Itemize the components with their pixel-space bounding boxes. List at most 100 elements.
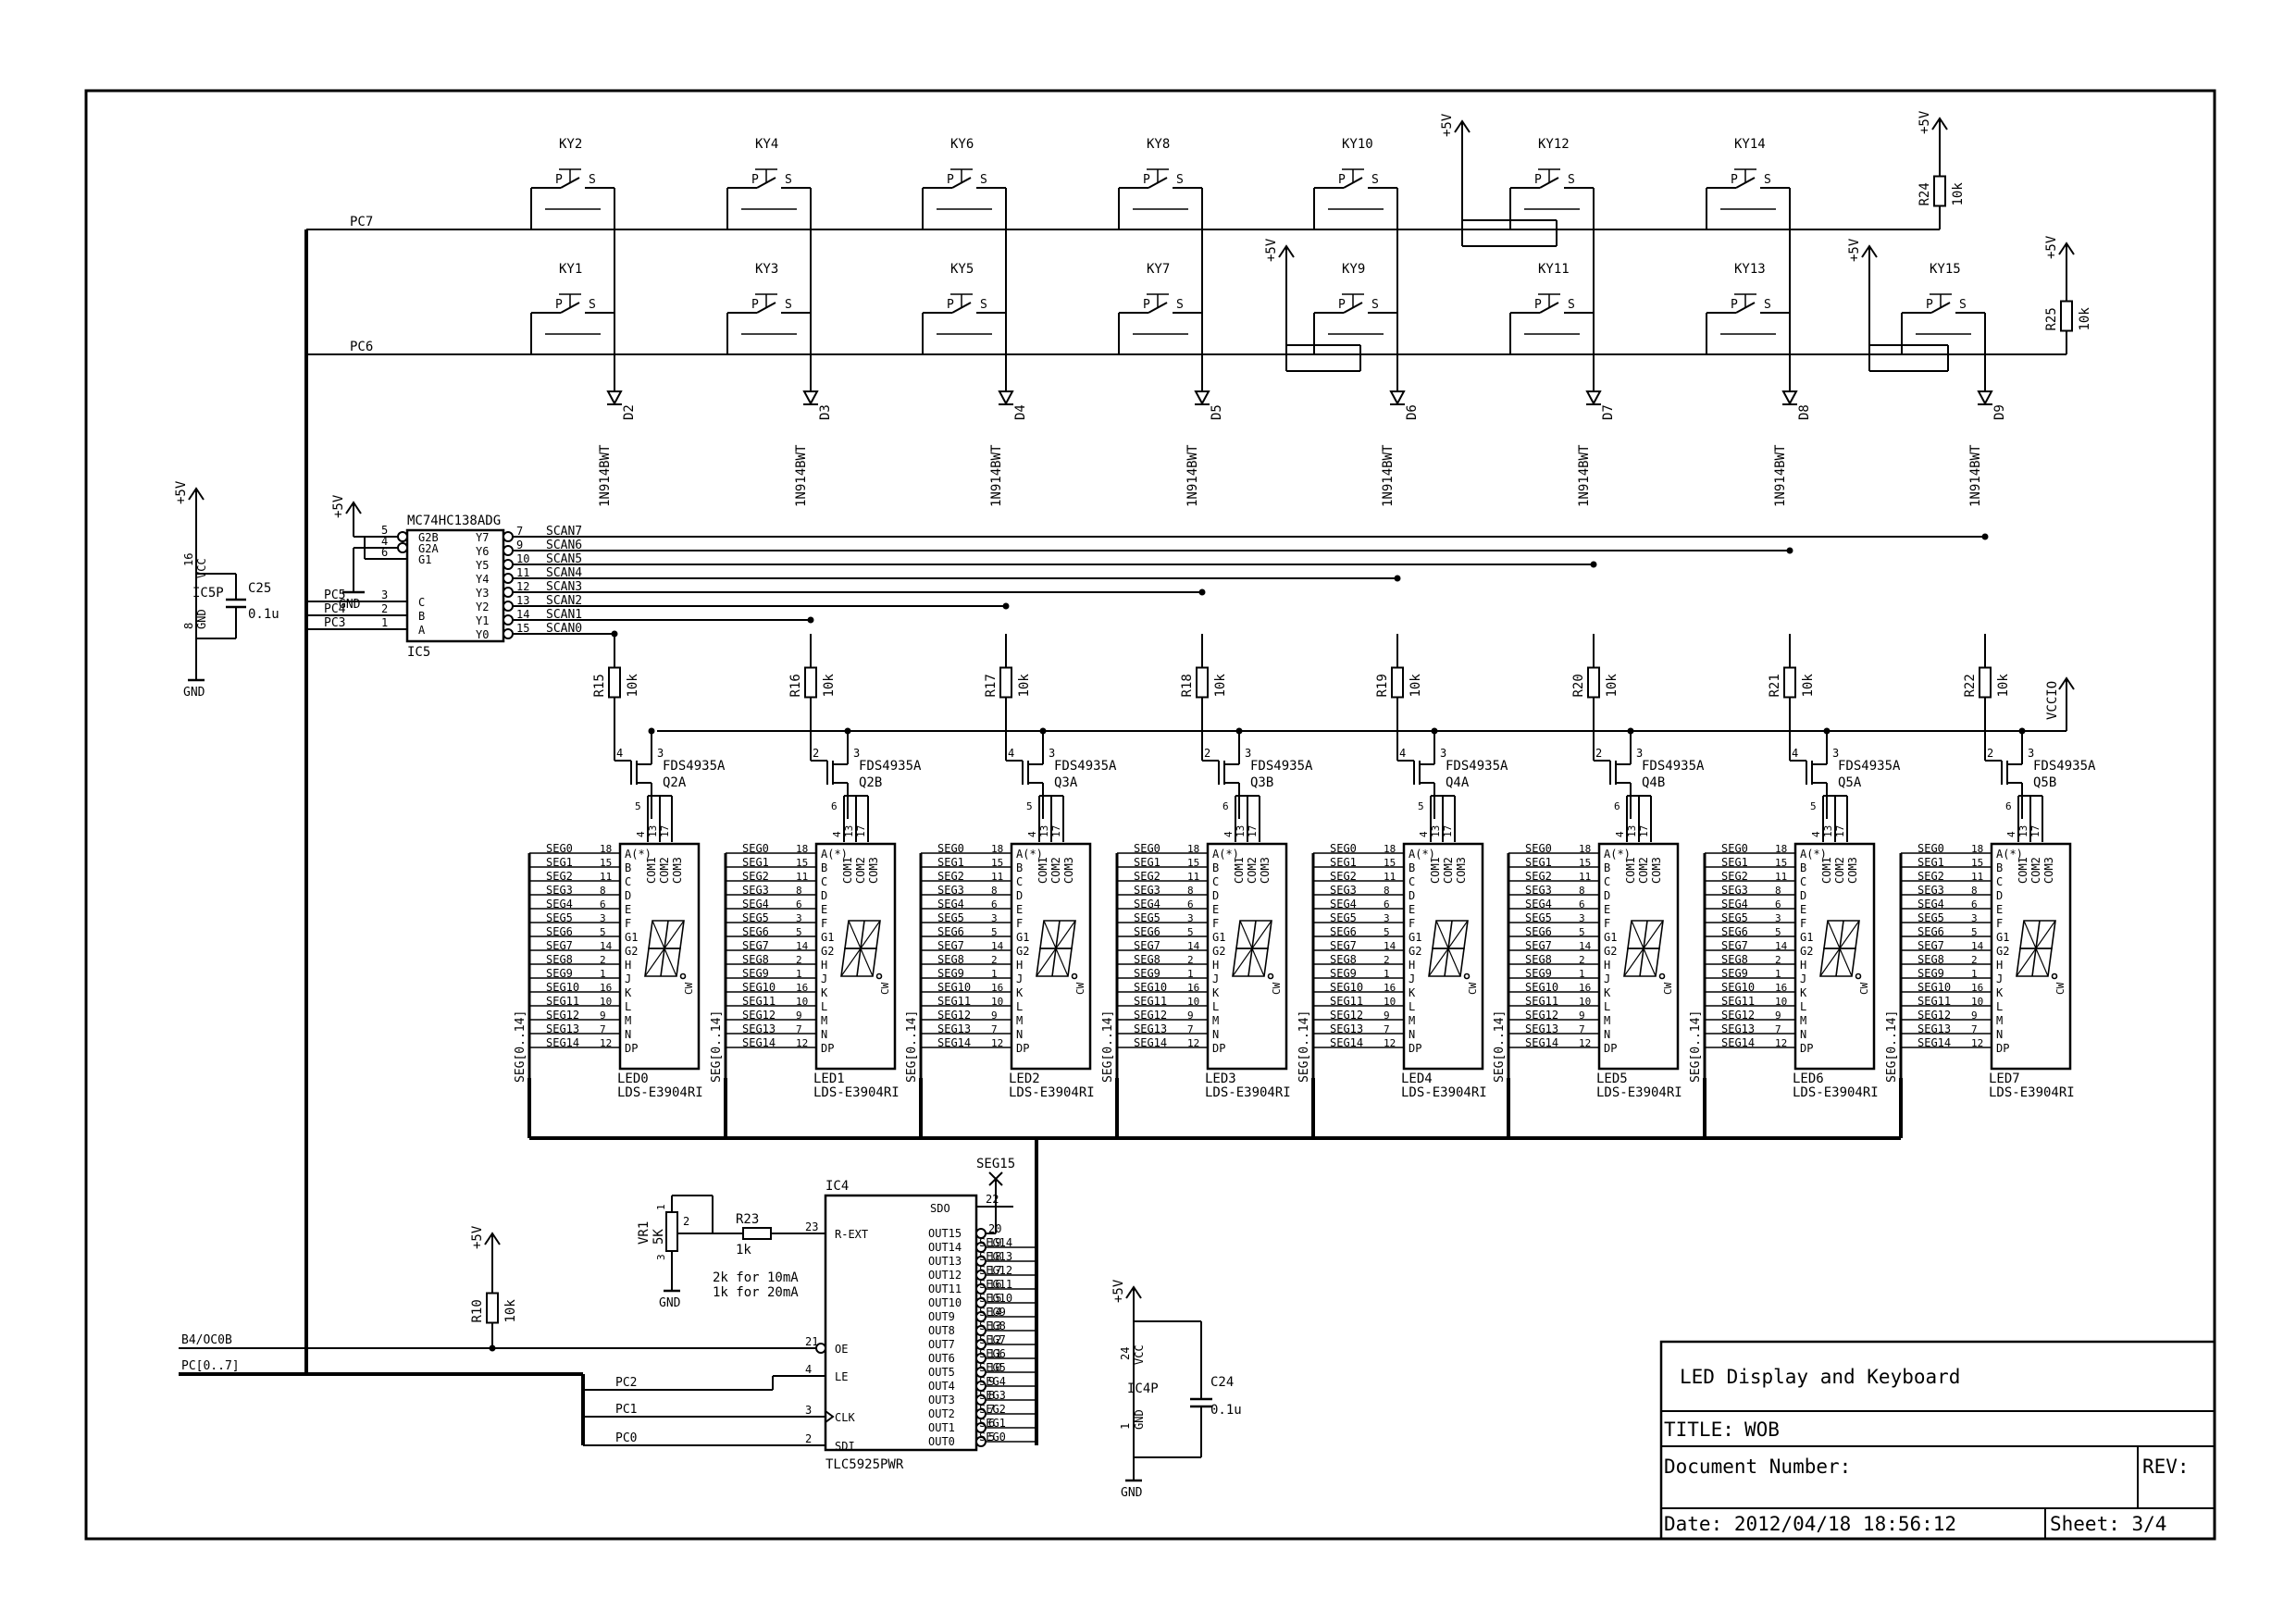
com-pin-num: 4 bbox=[831, 831, 843, 837]
segment-pin: 14 bbox=[1579, 940, 1592, 952]
segment-pin: 2 bbox=[1775, 954, 1781, 966]
key-pin-p: P bbox=[947, 298, 954, 312]
key-ref: KY9 bbox=[1342, 262, 1365, 277]
key-ref: KY2 bbox=[559, 137, 582, 152]
segment-name: J bbox=[821, 973, 827, 985]
supply-label: +5V bbox=[2044, 235, 2059, 259]
sdi-net-label: PC0 bbox=[615, 1431, 637, 1445]
segment-pin: 8 bbox=[1971, 885, 1978, 897]
vr1-pin1: 1 bbox=[655, 1204, 667, 1210]
segment-pin: 7 bbox=[600, 1023, 606, 1035]
junction-dot bbox=[489, 1344, 496, 1352]
ic4p-vcc-pin: 24 bbox=[1119, 1347, 1132, 1360]
c24-ref: C24 bbox=[1210, 1375, 1234, 1390]
segment-net: SEG1 bbox=[1134, 856, 1160, 869]
tlc-out-name: OUT8 bbox=[928, 1324, 955, 1337]
clk-marker bbox=[825, 1410, 835, 1423]
decoder-part: MC74HC138ADG bbox=[407, 514, 501, 528]
decoder-pin-name: Y0 bbox=[476, 628, 489, 641]
decoder-input-label: PC3 bbox=[324, 616, 345, 630]
wire bbox=[1539, 302, 1559, 314]
document-number-label: Document Number: bbox=[1664, 1456, 1851, 1478]
segment-name: G1 bbox=[1996, 931, 2009, 944]
inversion-bubble bbox=[503, 559, 514, 570]
inversion-bubble bbox=[397, 542, 408, 553]
key-pin-s: S bbox=[1764, 173, 1771, 187]
segment-net: SEG6 bbox=[937, 925, 964, 938]
segment-net: SEG11 bbox=[1330, 995, 1363, 1008]
tlc-out-num: 15 bbox=[988, 1292, 1001, 1305]
segment-net: SEG6 bbox=[546, 925, 573, 938]
tlc-in-name: SDI bbox=[835, 1440, 855, 1453]
segment-name: B bbox=[1212, 861, 1219, 874]
segment-pin: 14 bbox=[1775, 940, 1788, 952]
supply-arrow bbox=[2058, 676, 2075, 690]
segment-pin: 5 bbox=[1971, 926, 1978, 938]
segment-name: H bbox=[1212, 959, 1219, 972]
display-part: LDS-E3904RI bbox=[1009, 1085, 1095, 1100]
segment-net: SEG12 bbox=[1525, 1009, 1558, 1022]
r23-ref: R23 bbox=[736, 1212, 759, 1227]
segment-bus-label: SEG[0..14] bbox=[1885, 1010, 1899, 1083]
supply-label: +5V bbox=[1264, 238, 1279, 262]
oe-net-label: B4/OC0B bbox=[181, 1333, 232, 1347]
tlc-in-name: OE bbox=[835, 1343, 848, 1356]
segment-net: SEG12 bbox=[742, 1009, 776, 1022]
key-pin-p: P bbox=[1143, 173, 1150, 187]
segment-net: SEG14 bbox=[1134, 1036, 1167, 1049]
decoder-pin-num: 9 bbox=[516, 539, 523, 551]
cw-label: CW bbox=[1858, 982, 1870, 995]
display-part: LDS-E3904RI bbox=[813, 1085, 900, 1100]
segment-pin: 12 bbox=[1187, 1037, 1199, 1049]
segment-pin: 11 bbox=[796, 871, 808, 883]
decoder-pin-num: 12 bbox=[516, 580, 529, 593]
display-body bbox=[1206, 842, 1288, 1071]
segment-net: SEG0 bbox=[1525, 842, 1552, 855]
segment-pin: 10 bbox=[1187, 996, 1199, 1008]
tlc-out-num: 7 bbox=[988, 1403, 995, 1416]
display-ref: LED6 bbox=[1793, 1072, 1824, 1086]
segment-net: SEG3 bbox=[937, 884, 964, 897]
key-ref: KY10 bbox=[1342, 137, 1373, 152]
segment-net: SEG10 bbox=[742, 981, 776, 994]
com-pin-num: 17 bbox=[2029, 825, 2042, 837]
segment-net: SEG0 bbox=[1721, 842, 1748, 855]
mosfet-drain-pin: 6 bbox=[1614, 800, 1620, 812]
decoder-pin-name: Y2 bbox=[476, 601, 489, 613]
inversion-bubble bbox=[503, 531, 514, 542]
segment-name: G1 bbox=[1212, 931, 1225, 944]
tlc-out-net: SEG6 bbox=[979, 1347, 1006, 1360]
key-ref: KY3 bbox=[755, 262, 778, 277]
decoder-pin-num: 13 bbox=[516, 594, 529, 607]
resistor-ref: R15 bbox=[592, 674, 607, 697]
diode-value: 1N914BWT bbox=[598, 444, 613, 507]
segment-name: DP bbox=[1604, 1042, 1617, 1055]
common-name: COM1 bbox=[1820, 857, 1833, 884]
segment-glyph bbox=[1819, 920, 1862, 980]
wire bbox=[1735, 177, 1756, 189]
segment-pin: 14 bbox=[1187, 940, 1200, 952]
resistor-value: 10k bbox=[1213, 674, 1228, 698]
key-pin-p: P bbox=[1338, 298, 1346, 312]
segment-name: C bbox=[1409, 875, 1415, 888]
cw-label: CW bbox=[2054, 982, 2066, 995]
com-pin-num: 4 bbox=[1614, 831, 1626, 837]
mosfet-gate-pin: 4 bbox=[1399, 747, 1406, 760]
ic5p-vcc-pin: 16 bbox=[182, 553, 195, 566]
segment-net: SEG13 bbox=[1525, 1022, 1558, 1035]
segment-name: B bbox=[1016, 861, 1023, 874]
segment-name: E bbox=[1604, 903, 1610, 916]
tlc-in-num: 21 bbox=[805, 1335, 818, 1348]
segment-pin: 9 bbox=[1384, 1010, 1390, 1022]
key-pin-s: S bbox=[1764, 298, 1771, 312]
decoder-pin-num: 1 bbox=[381, 616, 388, 629]
mosfet-part: FDS4935A bbox=[1642, 759, 1705, 774]
tlc-out-name: OUT11 bbox=[928, 1282, 962, 1295]
scan-net-label: SCAN3 bbox=[546, 580, 582, 594]
r23-body bbox=[742, 1227, 772, 1240]
common-name: COM1 bbox=[1429, 857, 1442, 884]
